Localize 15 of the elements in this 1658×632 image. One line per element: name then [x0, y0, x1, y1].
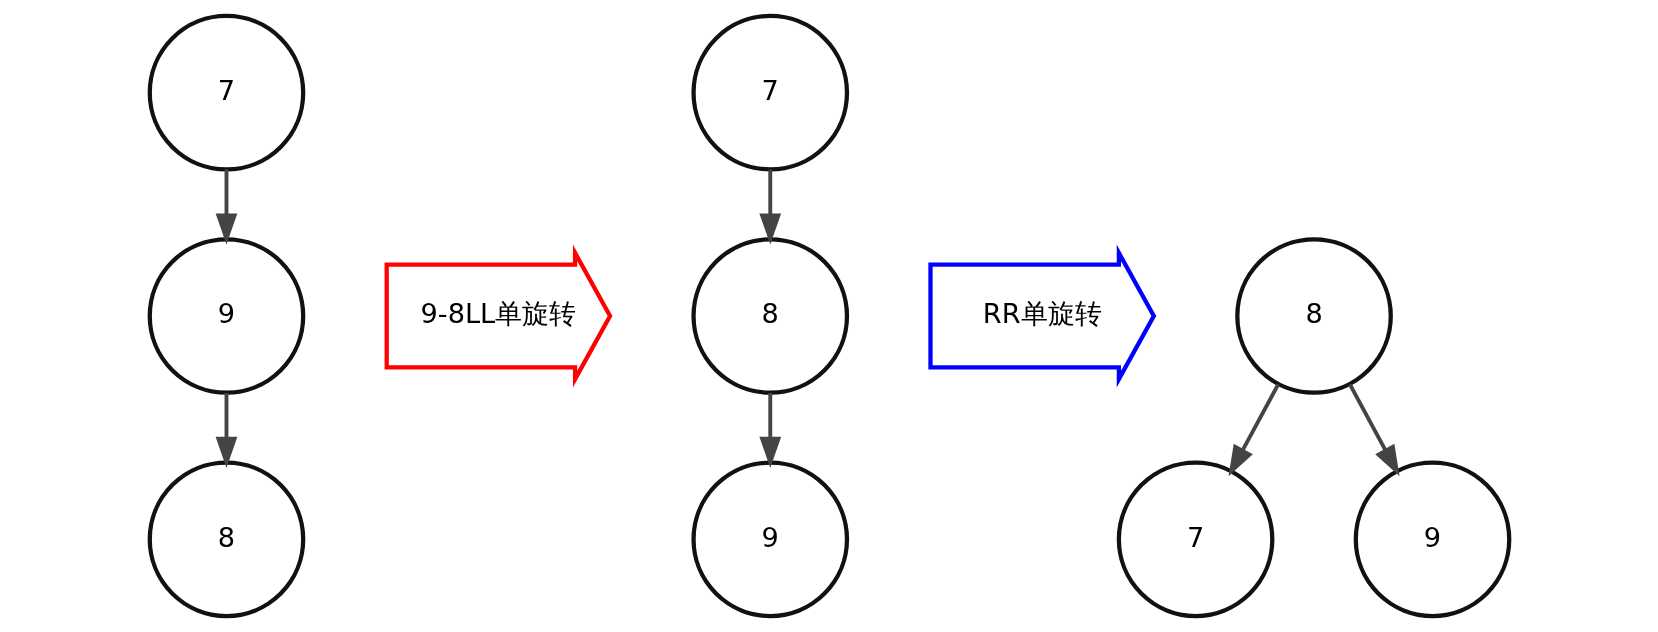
node-circle: 8	[1234, 237, 1393, 395]
node-circle: 9	[147, 237, 305, 395]
node-circle: 7	[690, 13, 849, 172]
arrow	[215, 169, 237, 245]
node-circle: 7	[1116, 460, 1274, 619]
arrow	[1228, 383, 1280, 477]
node-circle: 9	[690, 460, 849, 619]
node-circle: 8	[147, 460, 305, 619]
node-circle: 9	[1353, 460, 1511, 619]
arrow	[215, 392, 237, 468]
arrow	[1347, 383, 1400, 477]
arrow	[758, 392, 781, 468]
node-circle: 8	[690, 237, 849, 395]
arrow	[758, 169, 781, 245]
node-circle: 7	[147, 13, 305, 172]
